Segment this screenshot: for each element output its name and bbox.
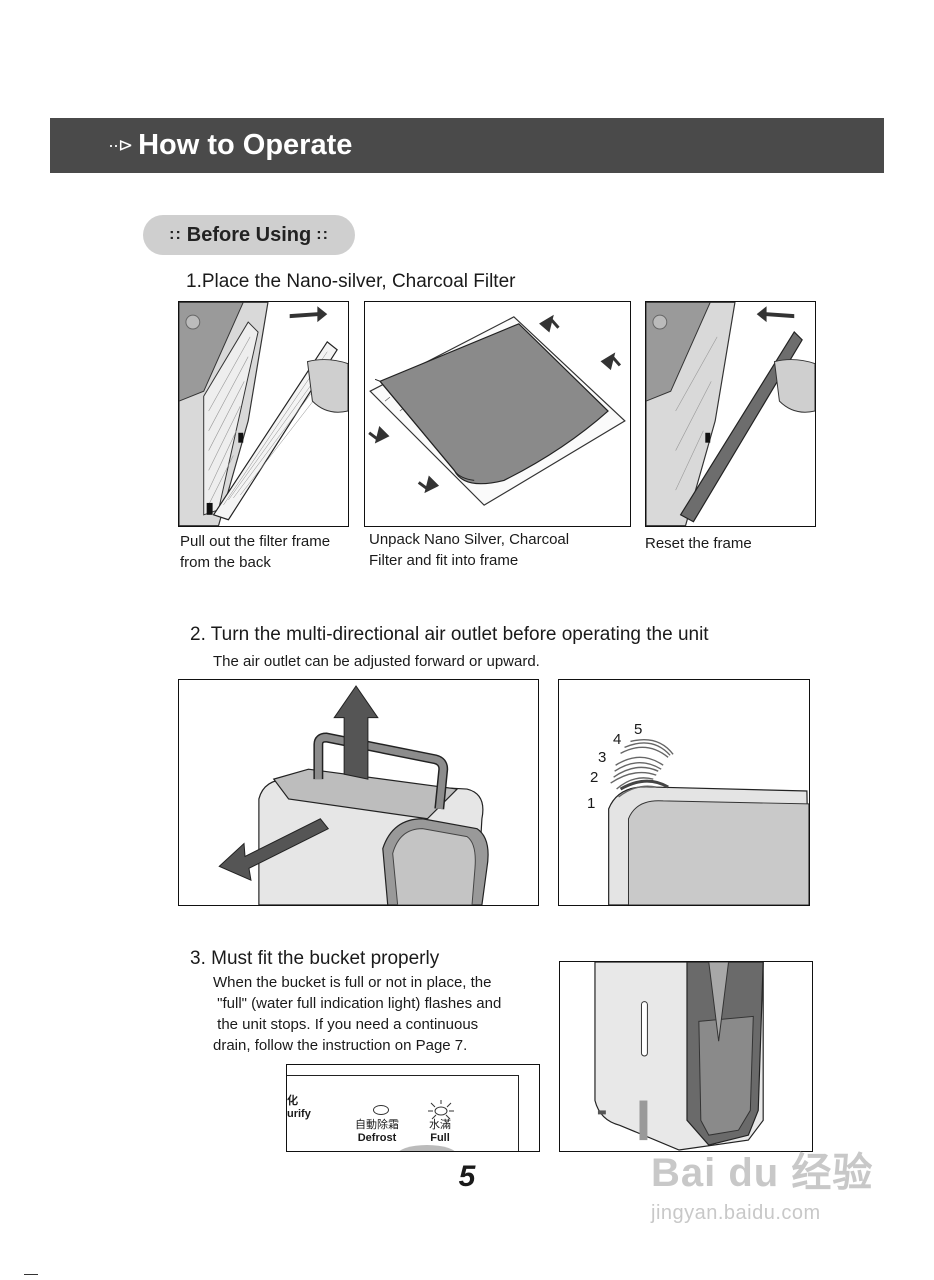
arrow-dots-icon: ··⊳ xyxy=(108,135,133,155)
step2-title: 2. Turn the multi-directional air outlet… xyxy=(190,624,709,645)
caption-line: Reset the frame xyxy=(645,535,752,552)
defrost-light-icon xyxy=(373,1105,389,1115)
purify-label-cjk: 化 xyxy=(287,1095,298,1107)
page-number: 5 xyxy=(458,1160,476,1193)
level-label-5: 5 xyxy=(634,721,643,738)
corner-mark xyxy=(24,1274,38,1275)
step3-desc-line: "full" (water full indication light) fla… xyxy=(213,995,502,1012)
level-label-4: 4 xyxy=(613,731,622,748)
step3-desc-line: When the bucket is full or not in place,… xyxy=(213,974,492,991)
caption-line: Unpack Nano Silver, Charcoal xyxy=(369,531,570,548)
full-label-cjk: 水滿 xyxy=(429,1119,451,1131)
filter-pull-out-illustration xyxy=(179,302,348,526)
control-panel-illustration: 化 urify 自動除霜 Defrost 水滿 Full xyxy=(286,1064,540,1152)
defrost-label-en: Defrost xyxy=(357,1132,397,1144)
step3-desc-line: the unit stops. If you need a continuous xyxy=(213,1016,479,1033)
air-outlet-illustration xyxy=(218,685,489,905)
caption-line: from the back xyxy=(180,554,271,571)
outlet-levels-illustration xyxy=(608,738,809,905)
full-label-en: Full xyxy=(430,1132,450,1144)
full-flashing-light-icon xyxy=(428,1100,454,1120)
before-using-pill: :: Before Using :: xyxy=(143,215,355,255)
caption-reset: Reset the frame xyxy=(645,533,752,554)
level-label-3: 3 xyxy=(598,749,607,766)
step3-title: 3. Must fit the bucket properly xyxy=(190,948,440,969)
watermark-url: jingyan.baidu.com xyxy=(651,1202,821,1224)
step2-desc: The air outlet can be adjusted forward o… xyxy=(213,653,540,670)
step2-illustration-levels xyxy=(558,679,810,906)
step1-illustration-unpack xyxy=(364,301,631,527)
full-label: 水滿 Full xyxy=(429,1119,451,1145)
panel-button-edge xyxy=(397,1145,457,1151)
step3-illustration-bucket xyxy=(559,961,813,1152)
step1-title: 1.Place the Nano-silver, Charcoal Filter xyxy=(186,271,516,292)
step3-desc-line: drain, follow the instruction on Page 7. xyxy=(213,1037,468,1054)
bucket-illustration xyxy=(594,962,764,1151)
filter-reset-illustration xyxy=(646,302,815,526)
level-label-2: 2 xyxy=(590,769,599,786)
step3-desc: When the bucket is full or not in place,… xyxy=(213,972,501,1056)
pill-decor-right: :: xyxy=(316,226,329,243)
pill-label: Before Using xyxy=(186,223,312,246)
defrost-label-cjk: 自動除霜 xyxy=(355,1119,399,1131)
filter-fit-illustration xyxy=(368,314,626,506)
panel-inner-frame xyxy=(287,1075,519,1151)
step1-illustration-reset xyxy=(645,301,816,527)
caption-line: Pull out the filter frame xyxy=(180,533,331,550)
pill-decor-left: :: xyxy=(169,226,182,243)
defrost-label: 自動除霜 Defrost xyxy=(355,1119,399,1145)
section-header: ··⊳ How to Operate xyxy=(50,118,884,173)
level-label-1: 1 xyxy=(587,795,596,812)
purify-label-en: urify xyxy=(287,1108,311,1120)
step2-illustration-outlet xyxy=(178,679,539,906)
caption-pull-out: Pull out the filter frame from the back xyxy=(180,531,330,573)
caption-unpack: Unpack Nano Silver, Charcoal Filter and … xyxy=(369,529,569,571)
caption-line: Filter and fit into frame xyxy=(369,552,519,569)
watermark-main: Bai du 经验 xyxy=(651,1151,874,1195)
page-title: How to Operate xyxy=(138,129,353,161)
baidu-watermark: Bai du 经验 jingyan.baidu.com xyxy=(651,1140,876,1250)
purify-label: 化 urify xyxy=(287,1095,311,1121)
step1-illustration-pull-out xyxy=(178,301,349,527)
